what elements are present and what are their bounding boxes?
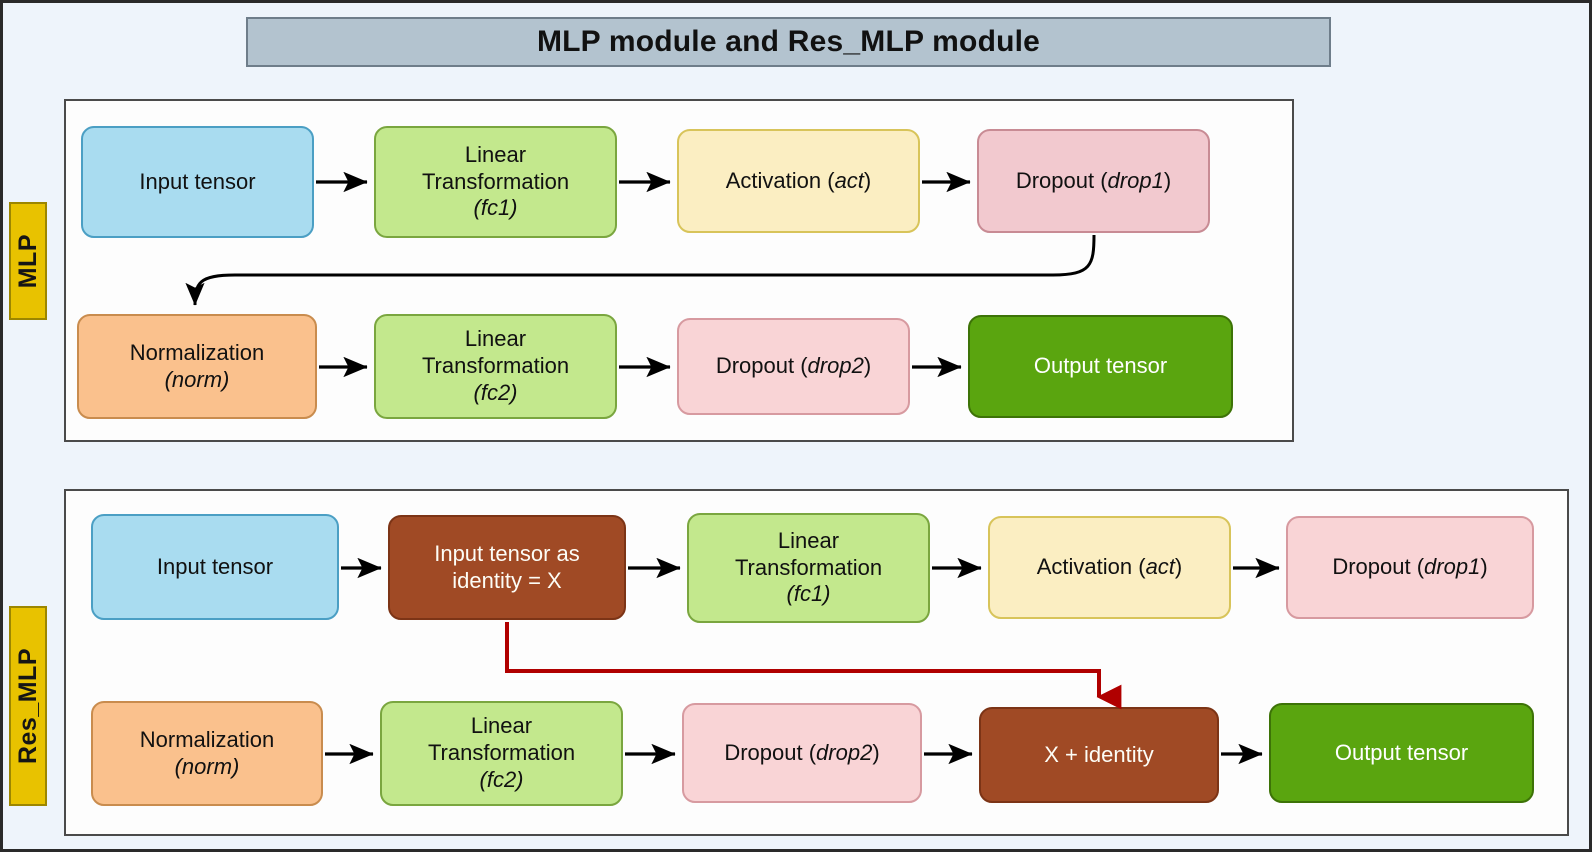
res-node-x-plus-identity: X + identity (979, 707, 1219, 803)
res-node-dropout1-em: drop1 (1424, 554, 1481, 580)
mlp-node-dropout1: Dropout (drop1) (977, 129, 1210, 233)
res-node-dropout2-label: Dropout ( (724, 739, 817, 765)
mlp-node-output-tensor-label: Output tensor (1033, 353, 1168, 379)
mlp-node-normalization: Normalization (norm) (77, 314, 317, 419)
res-node-output-tensor-label: Output tensor (1334, 739, 1469, 765)
mlp-node-normalization-line2: (norm) (164, 366, 230, 392)
mlp-node-linear-fc2: Linear Transformation (fc2) (374, 314, 617, 419)
mlp-node-linear-fc1-line3: (fc1) (473, 195, 518, 221)
mlp-node-linear-fc1: Linear Transformation (fc1) (374, 126, 617, 238)
res-node-activation-tail: ) (1174, 554, 1183, 580)
res-node-identity-x-line1: Input tensor as (434, 540, 580, 566)
res-node-linear-fc2-line3: (fc2) (479, 766, 524, 792)
res-node-dropout1-label: Dropout ( (1332, 554, 1425, 580)
mlp-node-linear-fc2-line1: Linear (464, 326, 527, 352)
mlp-node-dropout2: Dropout (drop2) (677, 318, 910, 415)
mlp-node-dropout1-em: drop1 (1107, 167, 1164, 193)
res-node-input-tensor-label: Input tensor (156, 553, 274, 579)
mlp-node-input-tensor-label: Input tensor (139, 168, 256, 194)
mlp-node-dropout2-em: drop2 (807, 353, 864, 379)
mlp-node-linear-fc1-line1: Linear (464, 141, 527, 167)
diagram-title-bar: MLP module and Res_MLP module (246, 17, 1331, 67)
res-node-linear-fc1: Linear Transformation (fc1) (687, 513, 930, 623)
res-node-dropout1: Dropout (drop1) (1286, 516, 1534, 619)
mlp-node-linear-fc2-line2: Transformation (421, 353, 570, 379)
section-tab-mlp-label: MLP (13, 233, 42, 289)
res-node-normalization-line2: (norm) (174, 753, 240, 779)
res-node-linear-fc2: Linear Transformation (fc2) (380, 701, 623, 806)
res-node-normalization: Normalization (norm) (91, 701, 323, 806)
section-tab-mlp: MLP (9, 202, 47, 320)
res-node-linear-fc2-line2: Transformation (427, 740, 576, 766)
res-node-linear-fc2-line1: Linear (470, 713, 533, 739)
mlp-node-output-tensor: Output tensor (968, 315, 1233, 418)
res-node-activation-label: Activation ( (1036, 554, 1146, 580)
mlp-node-linear-fc2-line3: (fc2) (473, 379, 518, 405)
mlp-node-dropout1-label: Dropout ( (1015, 167, 1108, 193)
mlp-node-dropout1-tail: ) (1163, 167, 1172, 193)
mlp-node-activation-em: act (834, 167, 864, 193)
res-node-dropout1-tail: ) (1480, 554, 1488, 580)
mlp-node-activation: Activation (act) (677, 129, 920, 233)
res-node-activation: Activation (act) (988, 516, 1231, 619)
res-node-dropout2-em: drop2 (816, 739, 873, 765)
res-node-input-tensor: Input tensor (91, 514, 339, 620)
page-title: MLP module and Res_MLP module (536, 25, 1041, 58)
mlp-node-dropout2-label: Dropout ( (715, 353, 808, 379)
mlp-node-activation-tail: ) (863, 167, 872, 193)
mlp-node-linear-fc1-line2: Transformation (421, 168, 570, 194)
res-node-activation-em: act (1145, 554, 1175, 580)
res-node-linear-fc1-line3: (fc1) (786, 581, 831, 607)
res-node-identity-x-line2: identity = X (452, 567, 562, 593)
res-node-linear-fc1-line1: Linear (777, 527, 840, 553)
res-node-x-plus-identity-label: X + identity (1044, 741, 1154, 767)
res-node-dropout2-tail: ) (872, 739, 880, 765)
res-node-normalization-line1: Normalization (139, 726, 275, 752)
section-tab-res-mlp-label: Res_MLP (13, 647, 42, 765)
res-node-identity-x: Input tensor as identity = X (388, 515, 626, 620)
mlp-node-input-tensor: Input tensor (81, 126, 314, 238)
section-tab-res-mlp: Res_MLP (9, 606, 47, 806)
res-node-linear-fc1-line2: Transformation (734, 554, 883, 580)
mlp-node-dropout2-tail: ) (863, 353, 872, 379)
mlp-node-normalization-line1: Normalization (129, 339, 265, 365)
res-node-output-tensor: Output tensor (1269, 703, 1534, 803)
mlp-node-activation-label: Activation ( (725, 167, 835, 193)
res-node-dropout2: Dropout (drop2) (682, 703, 922, 803)
